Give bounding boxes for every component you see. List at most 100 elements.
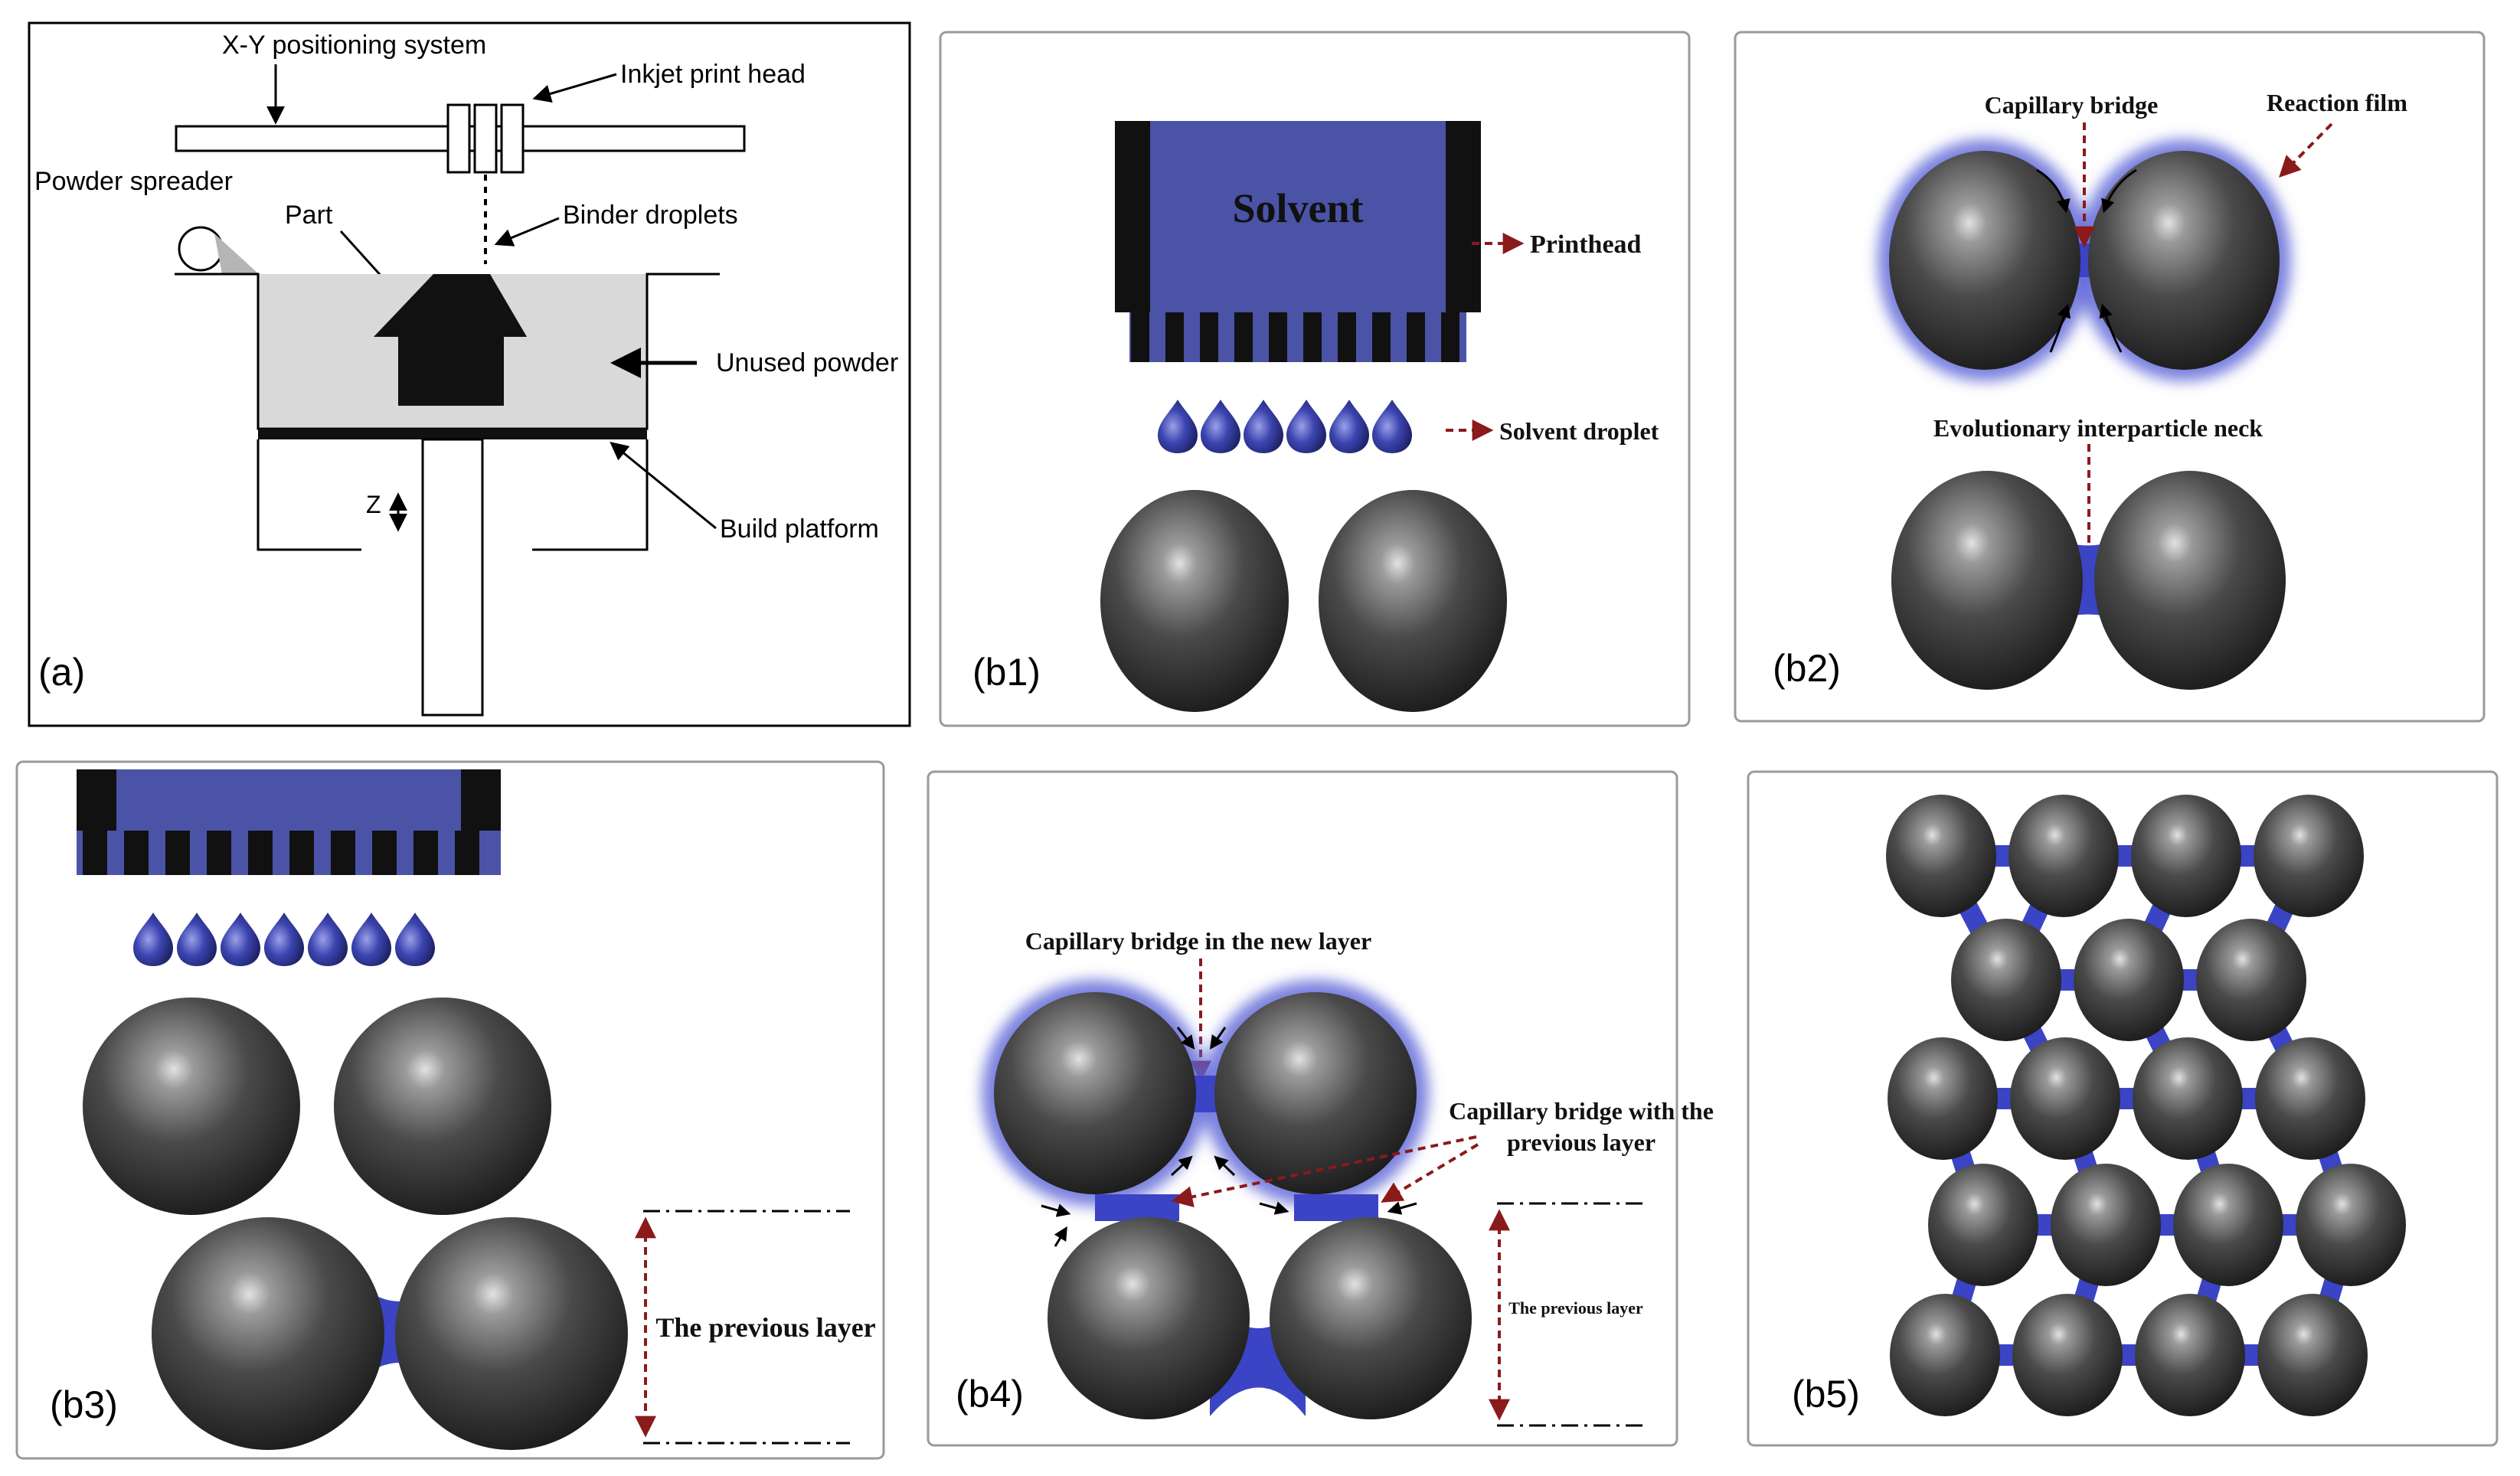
- panel-b3: The previous layer (b3): [15, 760, 885, 1460]
- part-label: Part: [285, 201, 333, 230]
- panel-b2-label: (b2): [1773, 647, 1841, 690]
- particle: [2254, 795, 2364, 917]
- inkjet-print-head: [446, 103, 525, 174]
- flow-arrow: [1041, 1203, 1071, 1217]
- print-head-arrow: [532, 73, 617, 103]
- nozzle: [1131, 312, 1149, 362]
- previous-layer-label: The previous layer: [655, 1312, 875, 1343]
- flow-arrow: [1170, 1155, 1193, 1177]
- particle: [1951, 919, 2061, 1041]
- particle: [1100, 490, 1289, 712]
- solvent-reservoir: [1115, 121, 1481, 312]
- flow-arrow: [2049, 303, 2071, 353]
- nozzle: [289, 831, 314, 875]
- particle: [152, 1217, 384, 1450]
- nozzle: [1165, 312, 1184, 362]
- nozzle: [207, 831, 231, 875]
- flow-arrow: [2099, 303, 2123, 353]
- panel-b3-label: (b3): [50, 1383, 118, 1426]
- powder-spreader-roller: [178, 226, 224, 272]
- particle: [2255, 1037, 2365, 1160]
- particle: [2196, 919, 2306, 1041]
- flow-arrow: [1214, 1155, 1236, 1177]
- particle: [2094, 471, 2286, 690]
- flow-arrow: [2036, 168, 2071, 214]
- binder-droplets-arrow: [494, 217, 560, 247]
- spreader-powder-heap: [214, 233, 259, 274]
- flow-arrow: [1176, 1027, 1195, 1050]
- nozzle: [1200, 312, 1218, 362]
- particle: [1928, 1164, 2038, 1286]
- particle: [2012, 1294, 2123, 1416]
- previous-layer-label: The previous layer: [1508, 1298, 1643, 1318]
- build-platform-label: Build platform: [720, 514, 879, 544]
- particle: [2296, 1164, 2406, 1286]
- xy-system-label: X-Y positioning system: [222, 31, 486, 60]
- nozzle: [455, 831, 479, 875]
- panel-b4-label: (b4): [956, 1373, 1024, 1416]
- part-shape: [374, 274, 527, 406]
- nozzle: [165, 831, 190, 875]
- particle: [1888, 1037, 1998, 1160]
- flow-arrow: [1259, 1201, 1289, 1215]
- particle: [1270, 1217, 1472, 1419]
- panel-a-label: (a): [38, 651, 85, 694]
- particle: [395, 1217, 628, 1450]
- nozzle: [1372, 312, 1391, 362]
- unused-powder-label: Unused powder: [716, 348, 898, 377]
- panel-b5: (b5): [1747, 770, 2499, 1447]
- particle: [1889, 151, 2080, 370]
- particle: [1891, 471, 2083, 690]
- nozzle: [124, 831, 149, 875]
- nozzle: [1234, 312, 1253, 362]
- new-layer-bridge-label: Capillary bridge in the new layer: [1025, 927, 1371, 955]
- lower-chamber-right: [532, 439, 649, 551]
- particle: [1890, 1294, 2000, 1416]
- printhead-left-wall: [1115, 121, 1150, 312]
- nozzle: [1441, 312, 1459, 362]
- particle: [2131, 795, 2241, 917]
- nozzle: [372, 831, 397, 875]
- particle: [2135, 1294, 2245, 1416]
- particle-packing: [1886, 795, 2406, 1416]
- capillary-bridge: [1294, 1194, 1378, 1221]
- particle: [83, 998, 300, 1215]
- nozzle: [1407, 312, 1425, 362]
- particle: [2133, 1037, 2243, 1160]
- particle: [2010, 1037, 2120, 1160]
- print-head-label: Inkjet print head: [620, 60, 806, 89]
- flow-arrow: [1387, 1201, 1417, 1215]
- nozzle: [1269, 312, 1287, 362]
- build-platform: [258, 429, 647, 439]
- panel-a: X-Y positioning system Inkjet print head…: [28, 21, 911, 727]
- build-platform-arrow: [610, 441, 717, 530]
- particle: [1886, 795, 1996, 917]
- previous-layer-bridge-arrow: [1381, 1143, 1479, 1203]
- solvent-reservoir: [77, 769, 501, 831]
- printhead-left-wall: [77, 769, 116, 831]
- nozzle: [83, 831, 107, 875]
- particle: [1319, 490, 1507, 712]
- printhead-right-wall: [1446, 121, 1481, 312]
- nozzle: [248, 831, 273, 875]
- flow-arrow: [2101, 168, 2137, 214]
- particle: [2074, 919, 2184, 1041]
- flow-arrow: [1209, 1027, 1227, 1050]
- panel-b1-label: (b1): [972, 651, 1041, 694]
- flow-arrow: [1054, 1226, 1067, 1247]
- panel-b2: Capillary bridge Reaction film Evolution…: [1734, 31, 2486, 723]
- previous-layer-bridge-label-2: previous layer: [1507, 1128, 1655, 1156]
- reaction-film-label: Reaction film: [2267, 89, 2407, 116]
- printhead-label: Printhead: [1530, 230, 1642, 259]
- particle: [2088, 151, 2280, 370]
- capillary-bridge: [1095, 1194, 1179, 1221]
- lower-chamber-left: [257, 439, 361, 551]
- reaction-film-arrow: [2279, 122, 2333, 178]
- printhead-right-wall: [461, 769, 501, 831]
- interparticle-neck-label: Evolutionary interparticle neck: [1933, 414, 2263, 442]
- particle: [2257, 1294, 2368, 1416]
- binder-droplets-label: Binder droplets: [563, 201, 738, 230]
- solvent-droplet-label: Solvent droplet: [1499, 417, 1659, 445]
- nozzle: [413, 831, 438, 875]
- particle: [334, 998, 551, 1215]
